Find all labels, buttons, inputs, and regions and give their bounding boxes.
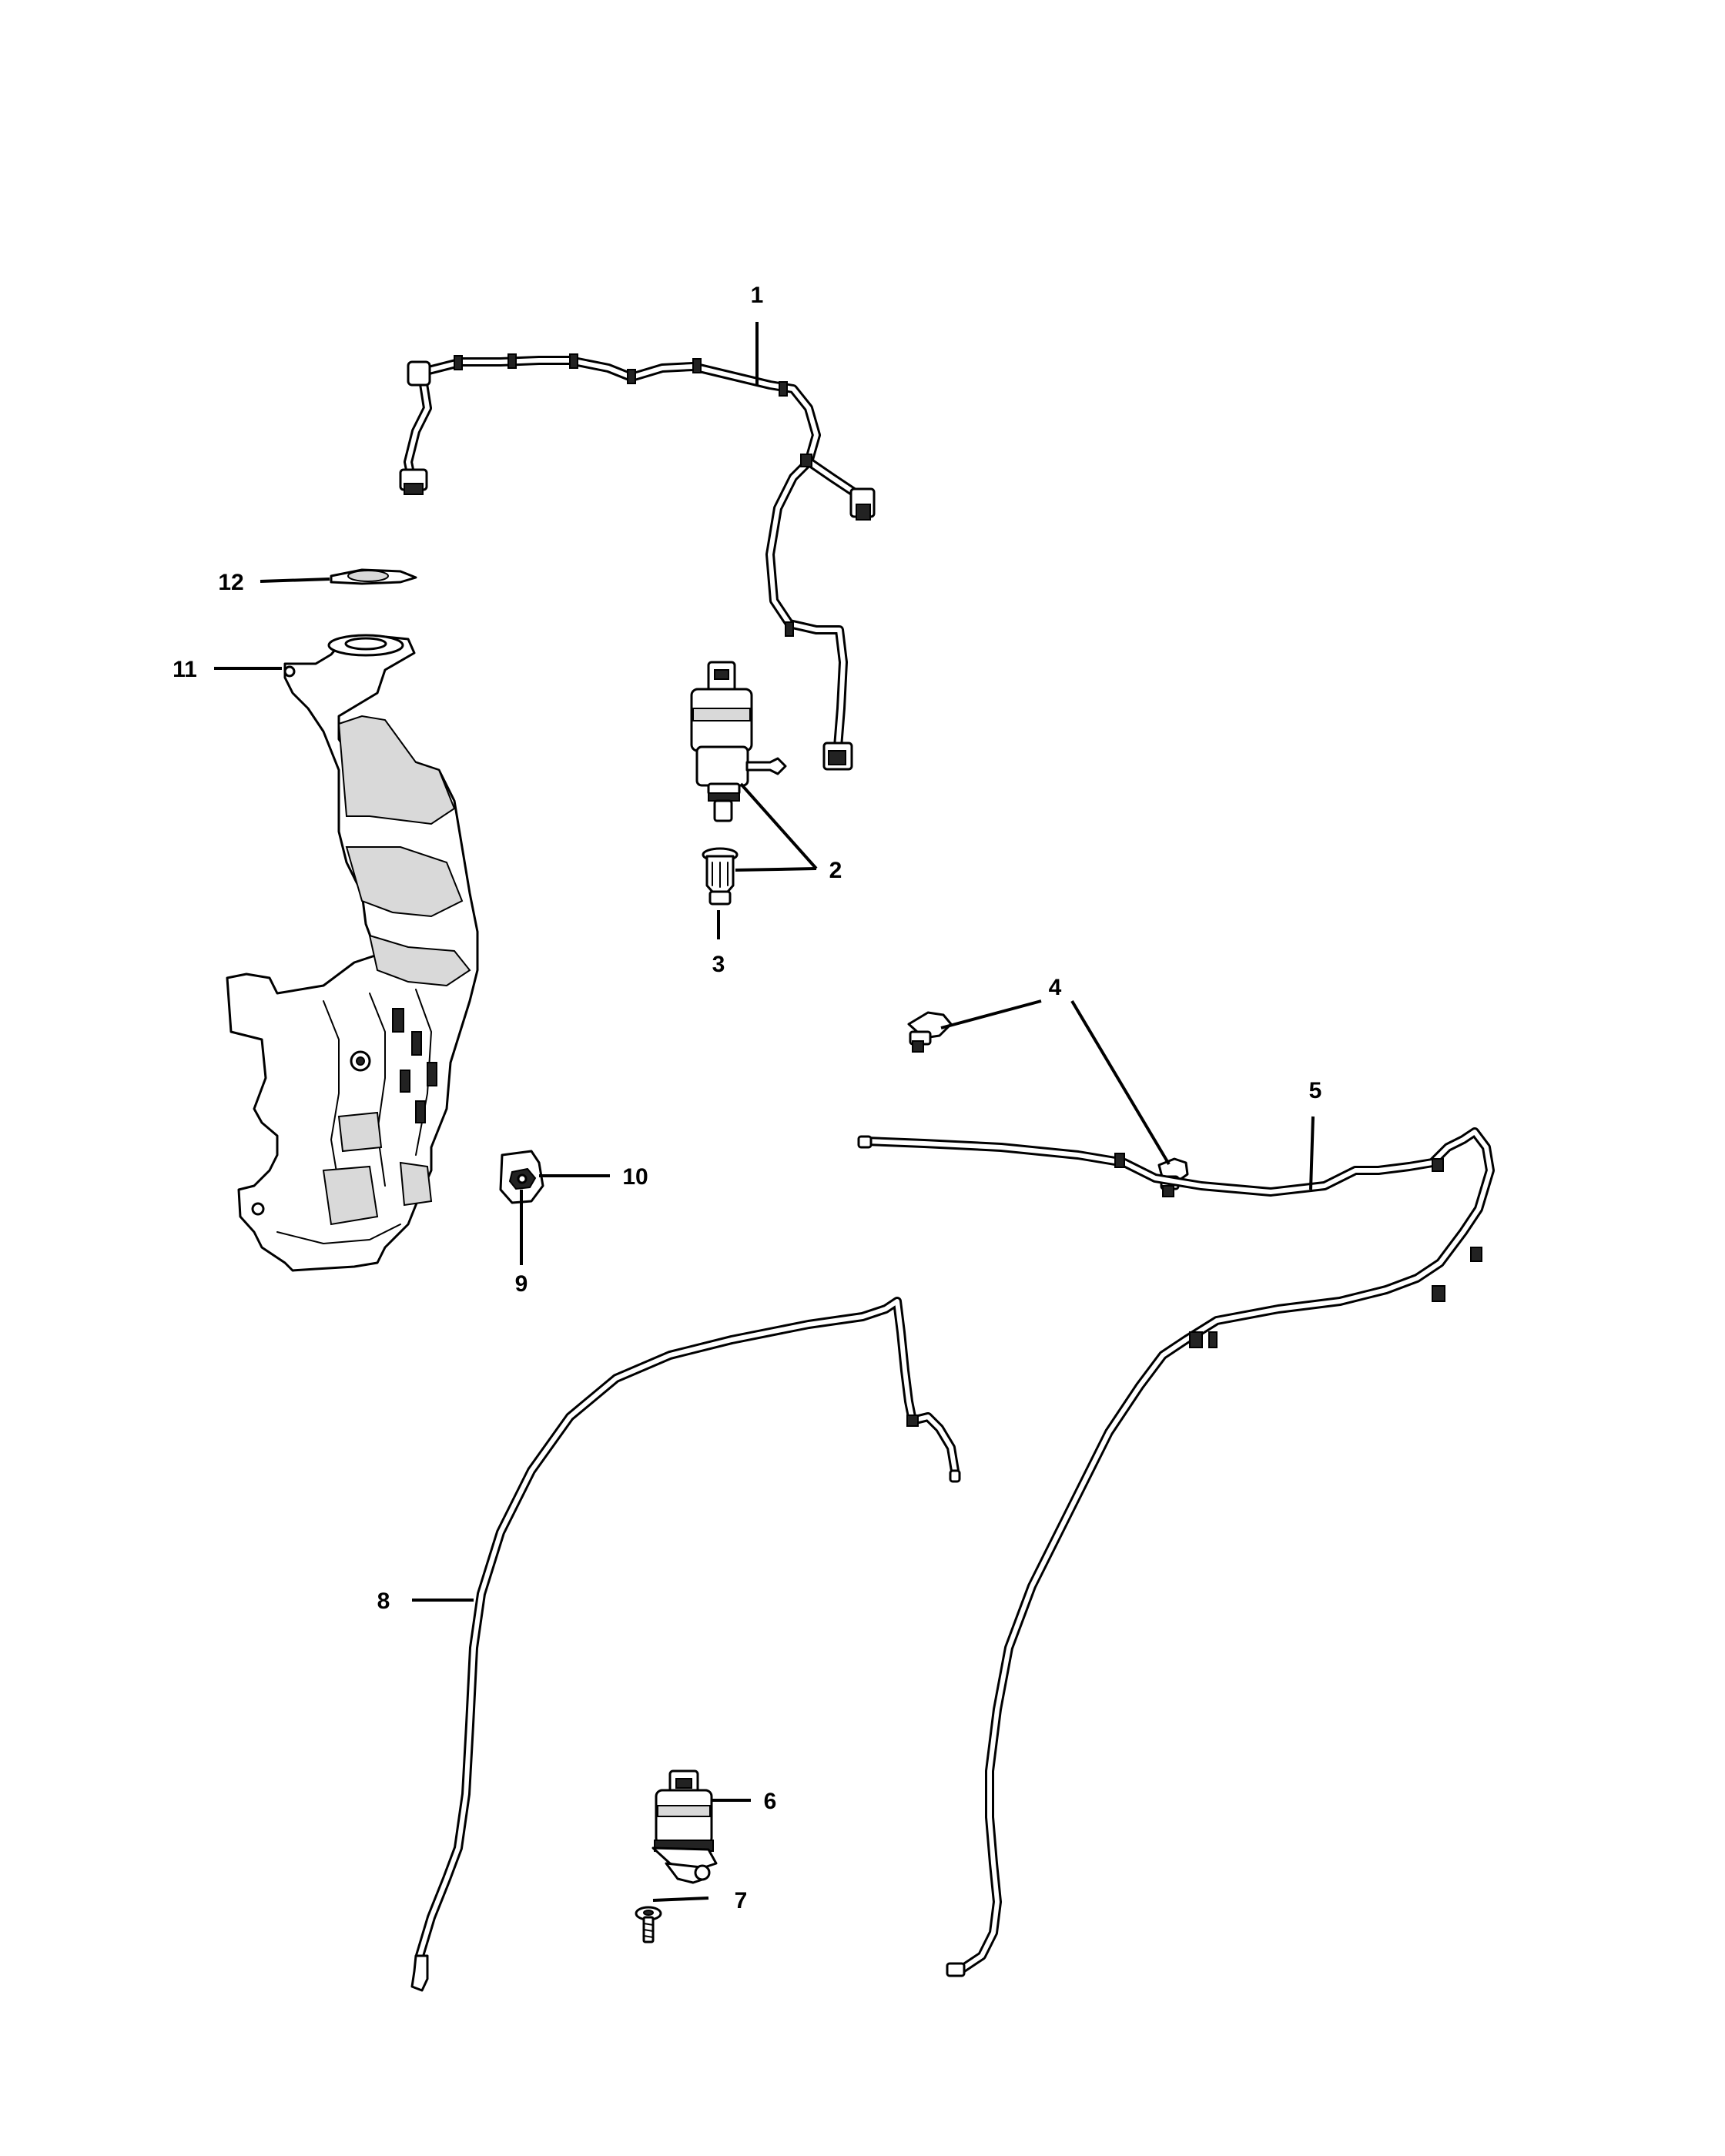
callout-3: 3 bbox=[712, 952, 725, 977]
part-5-washer-hose bbox=[857, 1127, 1495, 1977]
leader-4a bbox=[940, 999, 1042, 1029]
callout-2: 2 bbox=[829, 858, 842, 883]
part-12-seal bbox=[330, 568, 417, 585]
callout-10: 10 bbox=[622, 1164, 648, 1190]
callout-4: 4 bbox=[1049, 975, 1062, 1000]
leader-2 bbox=[739, 782, 818, 870]
leader-7 bbox=[652, 1897, 709, 1902]
leader-4b bbox=[1070, 999, 1171, 1166]
part-1-wiring-harness bbox=[399, 353, 876, 771]
leader-lines bbox=[214, 322, 1315, 1902]
part-2-washer-pump bbox=[690, 661, 787, 822]
callout-1: 1 bbox=[751, 283, 764, 308]
leader-5 bbox=[1309, 1116, 1315, 1190]
leader-2b bbox=[735, 867, 817, 872]
callout-6: 6 bbox=[764, 1789, 777, 1814]
part-3-pump-grommet bbox=[702, 847, 739, 906]
part-9-nut bbox=[508, 1167, 537, 1190]
part-6-washer-pump bbox=[651, 1769, 718, 1884]
callout-11: 11 bbox=[172, 657, 197, 682]
callout-7: 7 bbox=[735, 1888, 748, 1913]
callout-9: 9 bbox=[515, 1271, 528, 1297]
part-11-washer-reservoir bbox=[226, 634, 479, 1272]
callout-8: 8 bbox=[377, 1589, 390, 1614]
part-7-screw bbox=[635, 1906, 662, 1943]
callout-labels: 1 2 3 4 5 6 7 8 9 10 11 12 bbox=[172, 283, 1321, 1913]
callout-12: 12 bbox=[218, 570, 243, 595]
callout-5: 5 bbox=[1309, 1078, 1322, 1103]
leader-12 bbox=[260, 578, 330, 583]
part-8-washer-hose bbox=[410, 1297, 961, 1992]
